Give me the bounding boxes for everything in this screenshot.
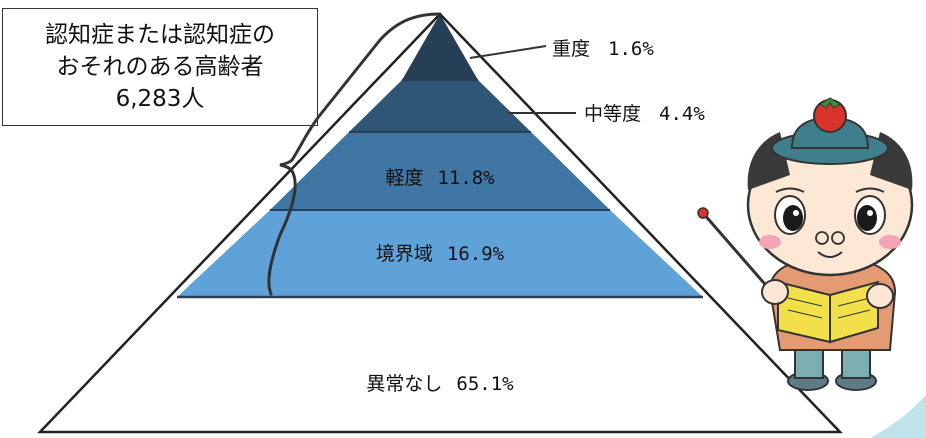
pyramid-outline <box>37 12 843 434</box>
summary-box: 認知症または認知症の おそれのある高齢者 6,283人 <box>2 8 318 126</box>
leader-line-severe <box>469 45 547 59</box>
summary-line-1: 認知症または認知症の <box>45 22 275 48</box>
summary-line-3: 6,283人 <box>115 86 205 112</box>
band-moderate <box>349 80 531 132</box>
band-severe <box>402 14 478 80</box>
band-mild <box>270 132 610 210</box>
tomato-hat-mascot-icon <box>697 97 914 391</box>
summary-line-2: おそれのある高齢者 <box>56 54 264 80</box>
band-borderline <box>177 210 703 297</box>
band-normal <box>40 297 840 432</box>
decor-swoosh <box>870 395 926 438</box>
curly-brace <box>267 12 442 296</box>
